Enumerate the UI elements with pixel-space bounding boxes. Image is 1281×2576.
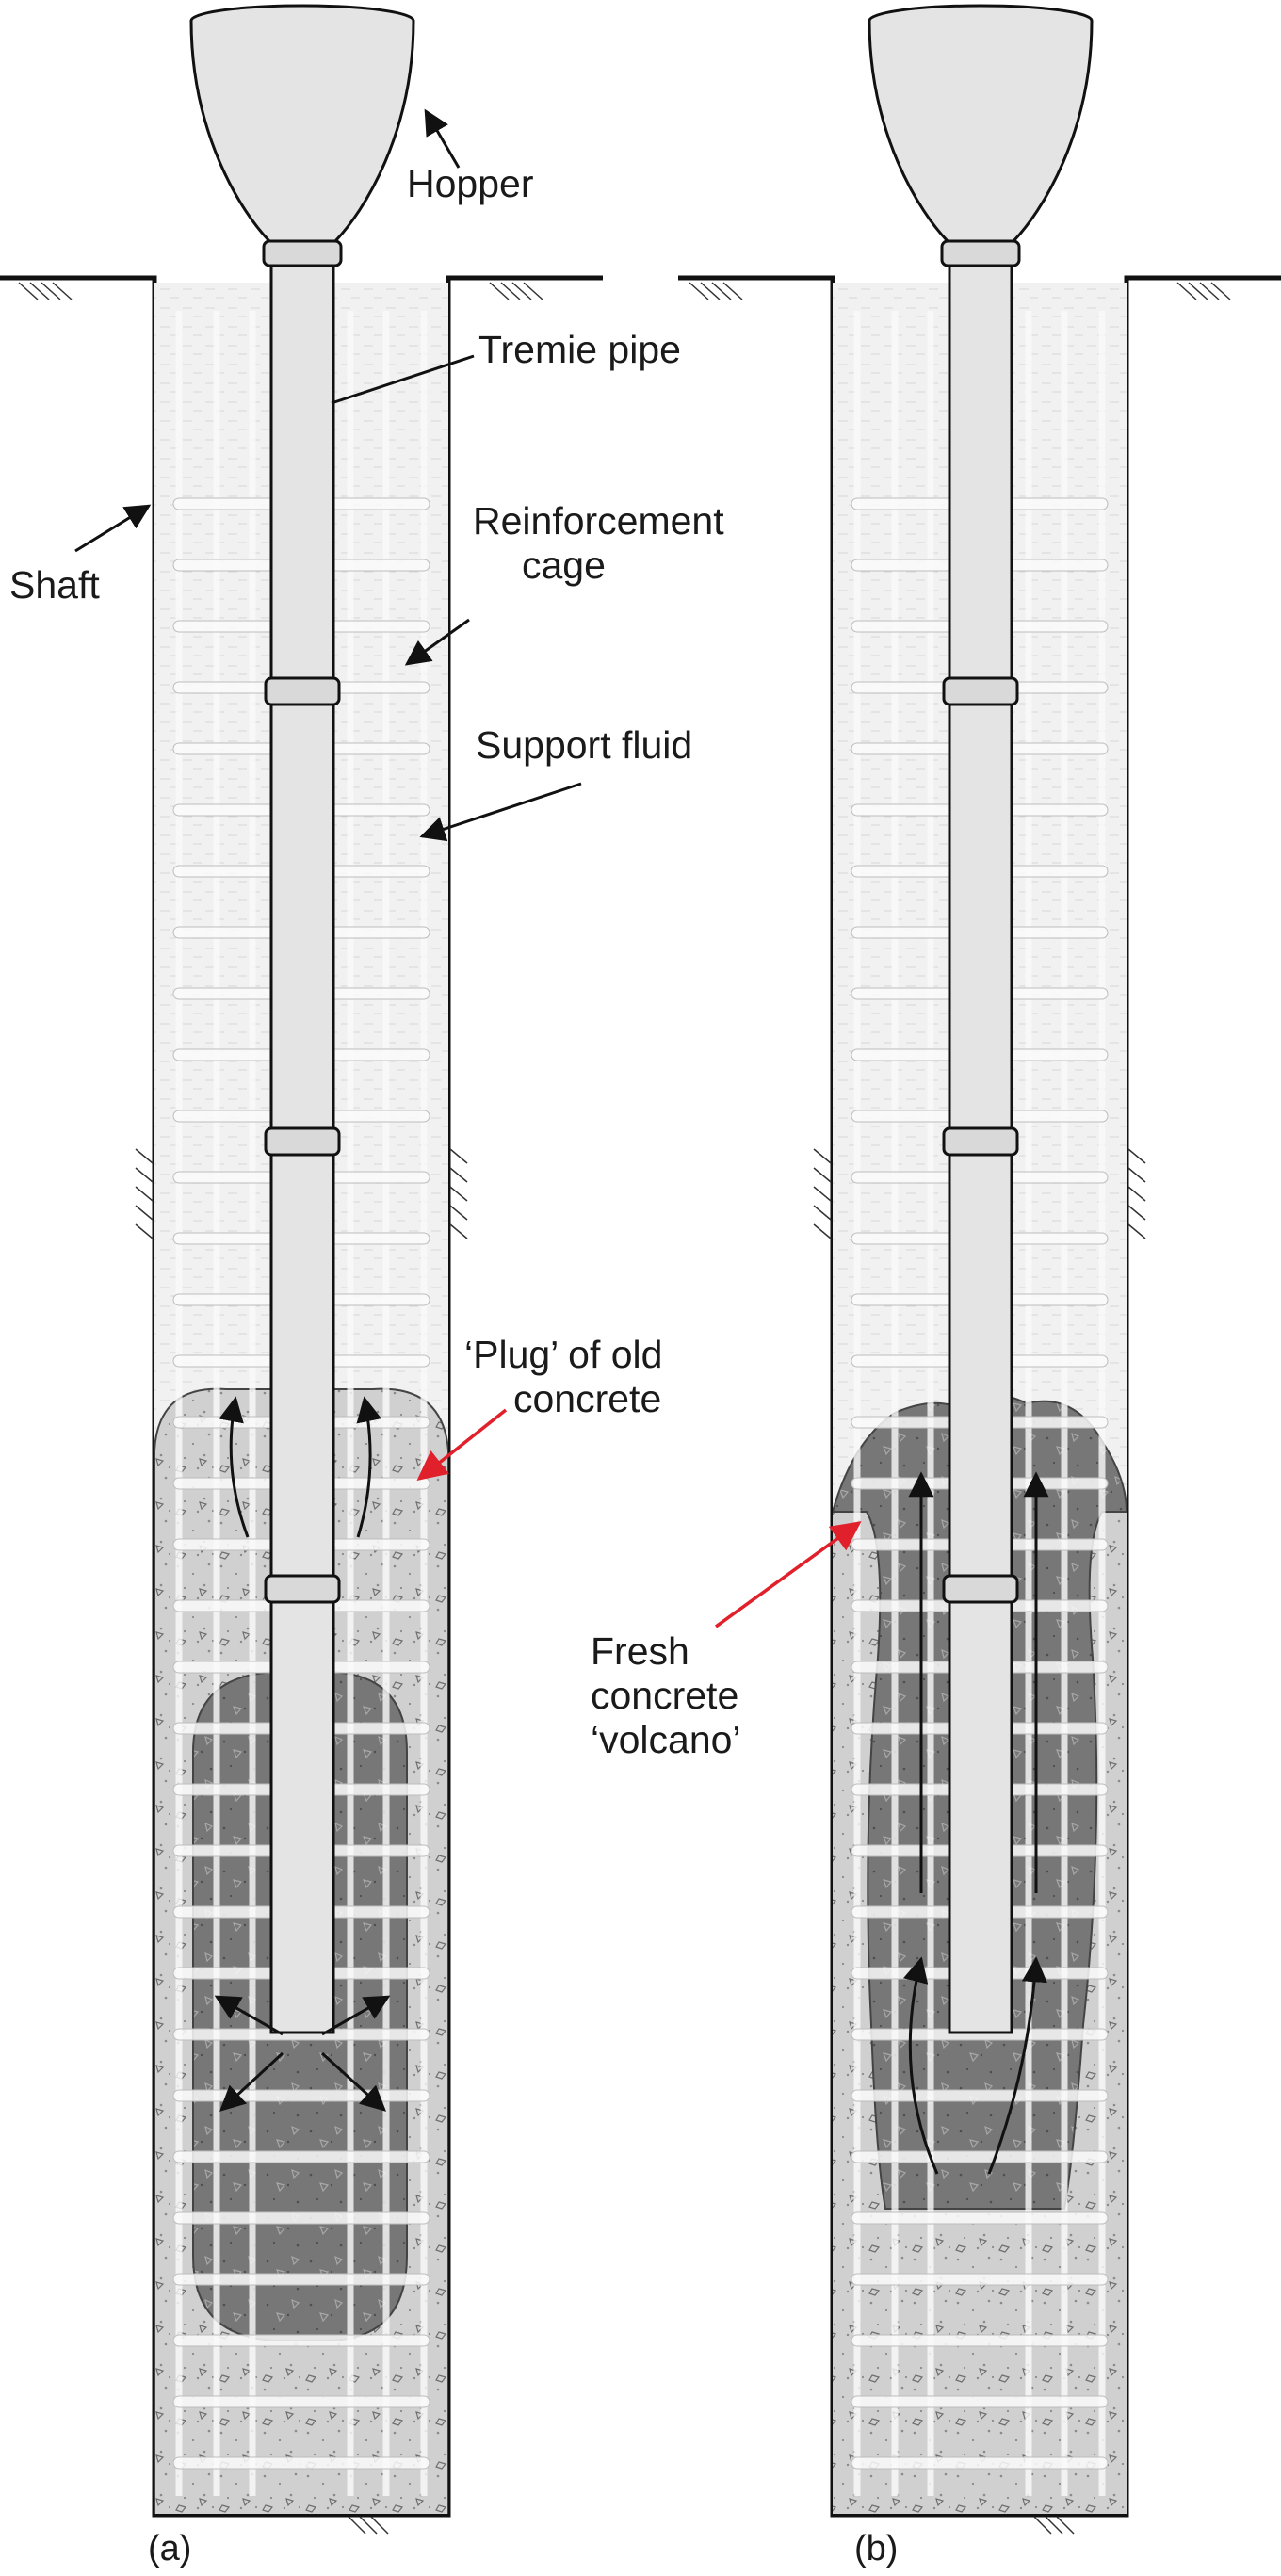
volcano-label-line3: ‘volcano’ <box>591 1718 741 1762</box>
panel-a-caption: (a) <box>148 2529 192 2568</box>
rebar-hoop <box>172 2456 430 2470</box>
hopper-icon <box>189 4 415 245</box>
rebar-hoop <box>172 2150 430 2163</box>
reinforcement-cage-label-line1: Reinforcement <box>473 499 724 543</box>
flow-arrow-icon <box>214 1396 391 2112</box>
leader-lines-a <box>74 108 582 842</box>
volcano-label-line1: Fresh <box>591 1629 689 1673</box>
support-fluid-label: Support fluid <box>476 723 693 767</box>
plug-label: ‘Plug’ of old concrete <box>464 1333 662 1421</box>
ground-hatch-icon <box>689 282 1231 2535</box>
rebar-hoop <box>851 2211 1109 2225</box>
rebar-hoop <box>851 2150 1109 2163</box>
plug-pointer <box>416 1408 508 1481</box>
rebar-hoop <box>851 2273 1109 2286</box>
tremie-pipe-label: Tremie pipe <box>478 328 681 371</box>
ground-surface-b <box>678 275 1281 2518</box>
rebar-hoop <box>172 2334 430 2347</box>
panel-a <box>0 4 603 2535</box>
plug-label-line1: ‘Plug’ of old <box>464 1333 663 1376</box>
shaft-label: Shaft <box>9 563 100 607</box>
rebar-hoop <box>172 2273 430 2286</box>
tremie-pipe-b <box>940 239 1021 2034</box>
rebar-hoop <box>851 2395 1109 2408</box>
hopper-icon <box>868 4 1094 245</box>
rebar-hoop <box>851 2334 1109 2347</box>
rebar-hoop <box>172 2089 430 2102</box>
rebar-hoop <box>172 2211 430 2225</box>
reinforcement-cage-a <box>172 311 430 2496</box>
volcano-label-line2: concrete <box>591 1674 739 1718</box>
flow-arrow-icon <box>903 1471 1049 2175</box>
rebar-hoop <box>851 2456 1109 2470</box>
tremie-pipe-a <box>262 239 343 2034</box>
rebar-hoop <box>851 2089 1109 2102</box>
ground-hatch-icon <box>18 282 543 2535</box>
panel-b <box>678 4 1281 2535</box>
hopper-label: Hopper <box>407 162 534 205</box>
reinforcement-cage-label-line2: cage <box>522 543 606 588</box>
ground-surface-a <box>0 275 603 2518</box>
volcano-pointer <box>714 1521 862 1628</box>
rebar-hoop <box>172 2395 430 2408</box>
plug-label-line2: concrete <box>513 1377 662 1421</box>
volcano-label: Fresh concrete ‘volcano’ <box>591 1629 741 1762</box>
reinforcement-cage-label: Reinforcement cage <box>473 499 724 588</box>
panel-b-caption: (b) <box>854 2529 899 2568</box>
